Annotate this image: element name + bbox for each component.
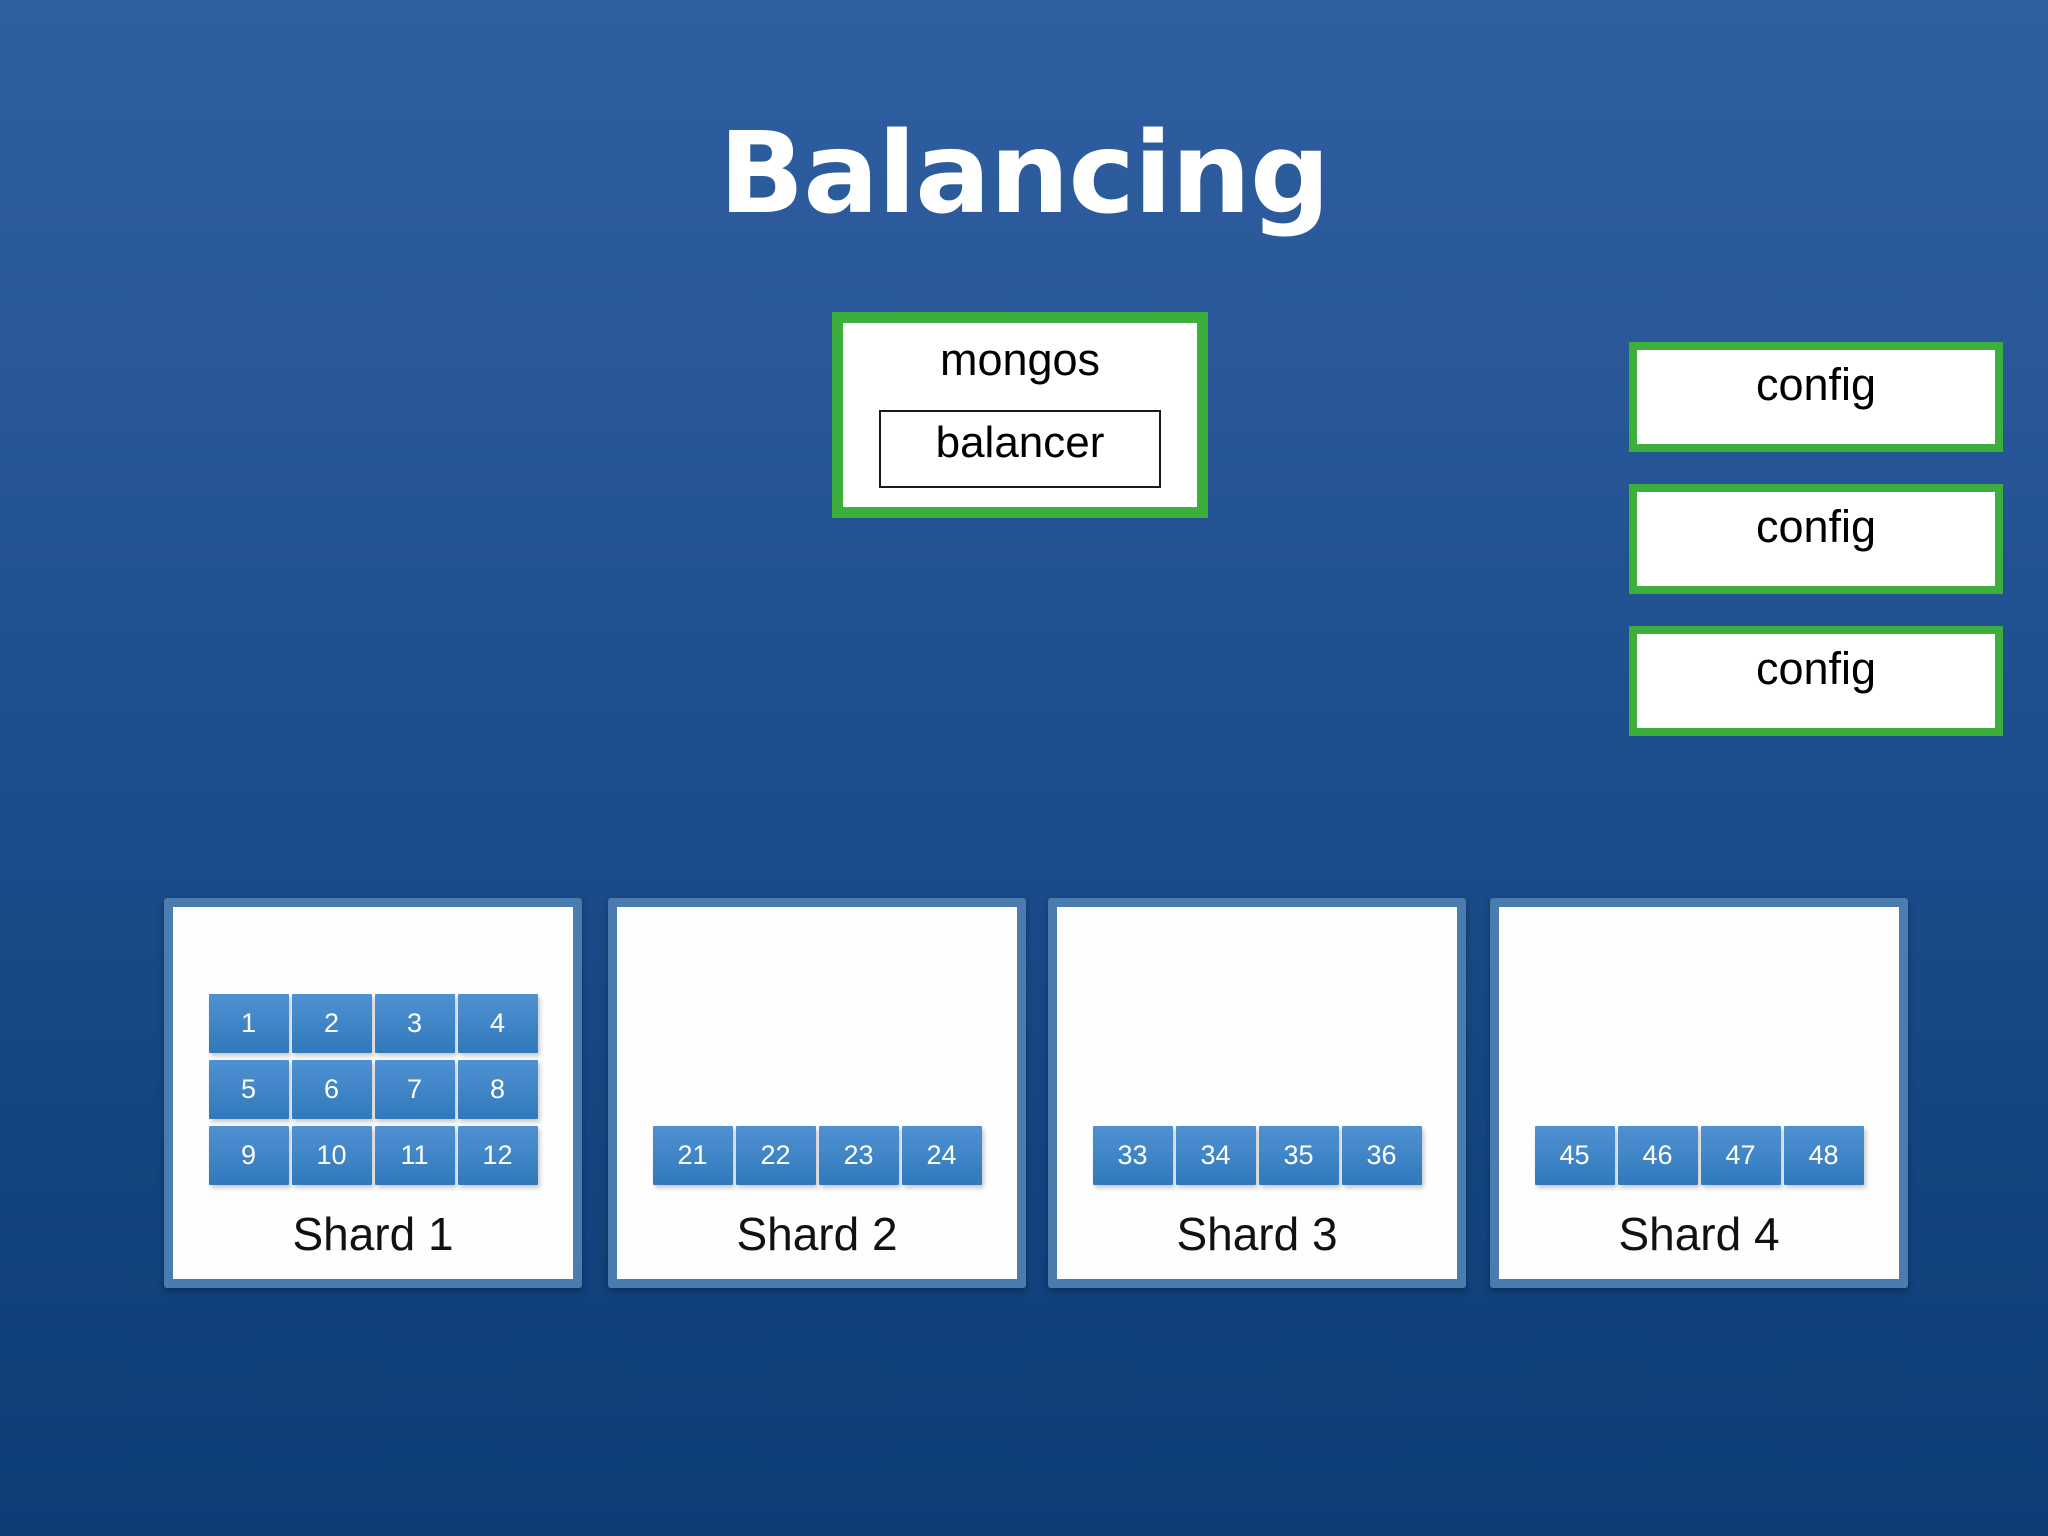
chunk-48[interactable]: 48 [1783, 1126, 1864, 1185]
chunk-1[interactable]: 1 [208, 994, 289, 1053]
chunk-12[interactable]: 12 [457, 1126, 538, 1185]
config-server-node-2[interactable]: config [1629, 484, 2003, 594]
mongos-label: mongos [939, 334, 1101, 385]
config-server-body-3: config [1637, 634, 1995, 728]
mongos-node-body: mongos balancer [843, 323, 1197, 507]
chunk-21[interactable]: 21 [652, 1126, 733, 1185]
chunk-45[interactable]: 45 [1534, 1126, 1615, 1185]
shard-label-4: Shard 4 [1618, 1208, 1780, 1260]
shard-label-1: Shard 1 [292, 1208, 454, 1260]
chunk-6[interactable]: 6 [291, 1060, 372, 1119]
config-server-body-1: config [1637, 350, 1995, 444]
config-server-label-2: config [1755, 501, 1877, 552]
shard-label-3: Shard 3 [1176, 1208, 1338, 1260]
shard-label-2: Shard 2 [736, 1208, 898, 1260]
config-server-node-1[interactable]: config [1629, 342, 2003, 452]
page-title: Balancing [718, 109, 1330, 239]
balancer-label: balancer [935, 418, 1105, 467]
chunk-8[interactable]: 8 [457, 1060, 538, 1119]
chunk-10[interactable]: 10 [291, 1126, 372, 1185]
config-server-body-2: config [1637, 492, 1995, 586]
chunk-4[interactable]: 4 [457, 994, 538, 1053]
chunk-36[interactable]: 36 [1341, 1126, 1422, 1185]
chunk-23[interactable]: 23 [818, 1126, 899, 1185]
config-server-node-3[interactable]: config [1629, 626, 2003, 736]
chunk-22[interactable]: 22 [735, 1126, 816, 1185]
chunk-2[interactable]: 2 [291, 994, 372, 1053]
chunk-7[interactable]: 7 [374, 1060, 455, 1119]
chunk-34[interactable]: 34 [1175, 1126, 1256, 1185]
balancer-box[interactable]: balancer [879, 410, 1161, 488]
chunk-47[interactable]: 47 [1700, 1126, 1781, 1185]
chunk-5[interactable]: 5 [208, 1060, 289, 1119]
chunk-9[interactable]: 9 [208, 1126, 289, 1185]
config-server-label-3: config [1755, 643, 1877, 694]
config-server-label-1: config [1755, 359, 1877, 410]
chunk-33[interactable]: 33 [1092, 1126, 1173, 1185]
chunk-24[interactable]: 24 [901, 1126, 982, 1185]
chunk-35[interactable]: 35 [1258, 1126, 1339, 1185]
chunk-3[interactable]: 3 [374, 994, 455, 1053]
chunk-11[interactable]: 11 [374, 1126, 455, 1185]
mongos-node[interactable]: mongos balancer [832, 312, 1208, 518]
chunk-46[interactable]: 46 [1617, 1126, 1698, 1185]
